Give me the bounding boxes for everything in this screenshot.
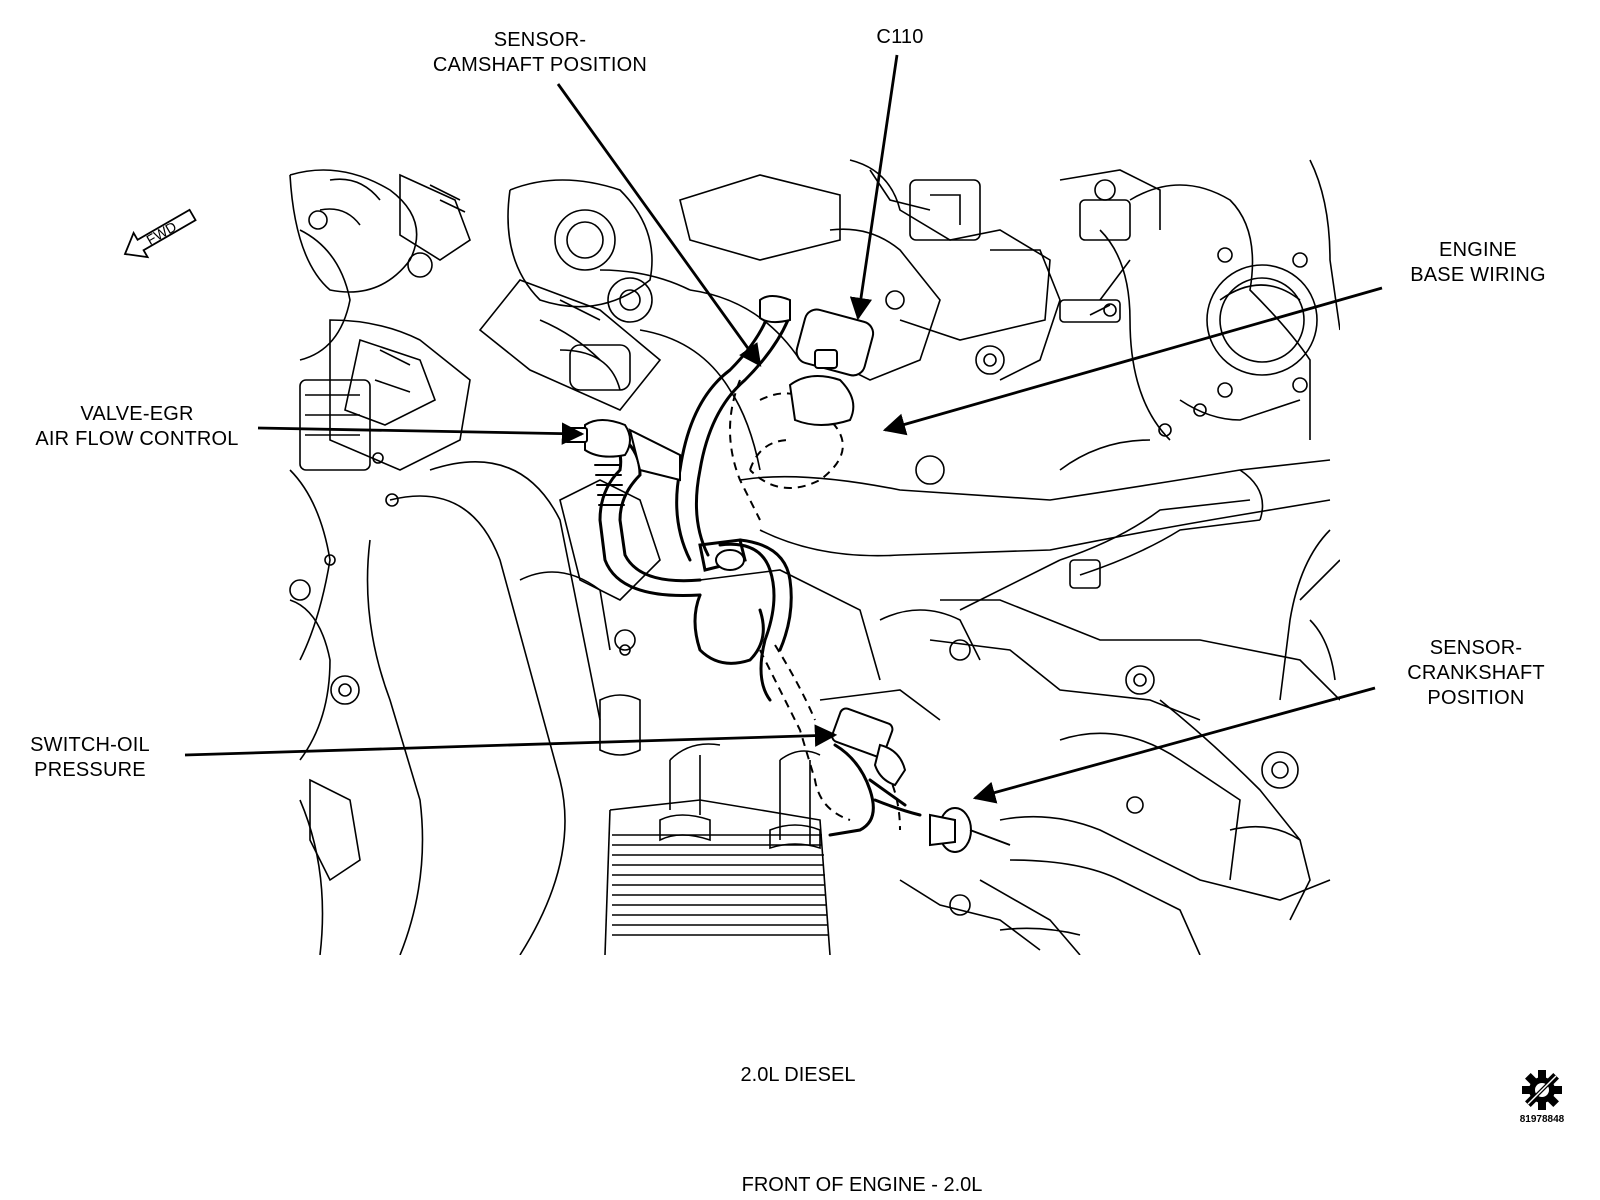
oil-cooler-fins bbox=[604, 799, 831, 955]
component-connectors bbox=[564, 295, 1011, 853]
page-footer-caption: FRONT OF ENGINE - 2.0L bbox=[741, 1174, 983, 1196]
leader-oil-switch bbox=[184, 724, 838, 757]
figure-id: 81978848 bbox=[1519, 1114, 1565, 1125]
leader-crankshaft bbox=[972, 686, 1376, 804]
leader-engine-base-wiring bbox=[882, 286, 1383, 436]
gear-service-icon bbox=[1522, 1070, 1562, 1110]
fwd-arrow-icon: FWD bbox=[123, 208, 197, 259]
leader-arrows bbox=[184, 54, 1383, 804]
leader-egr bbox=[257, 422, 585, 445]
label-sensor-camshaft-position: SENSOR-CAMSHAFT POSITION bbox=[432, 29, 648, 76]
engine-caption: 2.0L DIESEL bbox=[740, 1064, 856, 1086]
engine-illustration bbox=[289, 159, 1340, 955]
leader-camshaft bbox=[556, 83, 762, 367]
leader-c110 bbox=[849, 54, 899, 321]
label-c110: C110 bbox=[876, 26, 924, 48]
